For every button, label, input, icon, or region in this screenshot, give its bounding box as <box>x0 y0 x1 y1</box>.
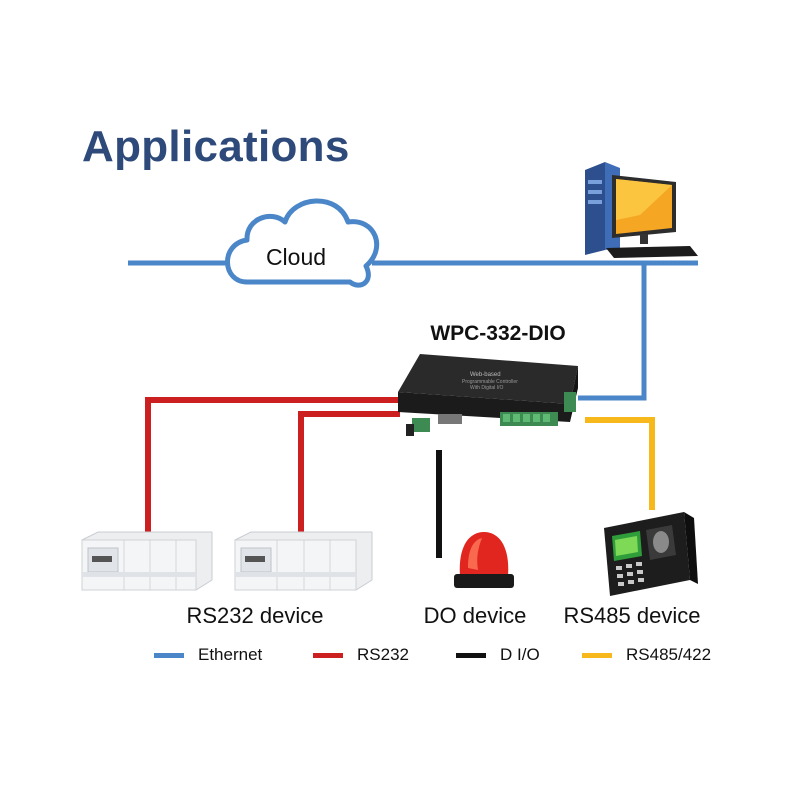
rs232-line-device-1 <box>145 397 400 535</box>
legend-label-rs485: RS485/422 <box>626 645 712 664</box>
ethernet-line-to-controller <box>578 263 647 401</box>
ethernet-lines <box>128 260 698 401</box>
legend-item-rs485: RS485/422 <box>582 645 711 665</box>
controller-name: WPC-332-DIO <box>430 322 566 345</box>
legend-item-ethernet: Ethernet <box>154 645 262 665</box>
legend-label-dio: D I/O <box>500 645 540 664</box>
rs485-device-label: RS485 device <box>563 603 701 628</box>
legend-swatch-rs485 <box>582 652 612 658</box>
controller-device: Web-based Programmable Controller With D… <box>398 354 578 436</box>
rs232-lines <box>145 397 400 535</box>
legend-swatch-rs232 <box>313 652 343 658</box>
rs232-device-label: RS232 device <box>186 603 324 628</box>
legend-item-rs232: RS232 <box>313 645 409 665</box>
rs232-device-1-icon <box>81 531 213 591</box>
device-front-text-1: Web-based <box>470 372 501 378</box>
rs232-line-device-2 <box>298 411 400 535</box>
legend-swatch-dio <box>456 652 486 658</box>
device-front-text-2: Programmable Controller <box>462 379 518 385</box>
rs232-device-2-icon <box>234 531 373 591</box>
page-title: Applications <box>82 122 350 171</box>
legend-swatch-ethernet <box>154 652 184 658</box>
warning-beacon-icon <box>454 532 514 588</box>
do-device-label: DO device <box>423 603 527 628</box>
cloud-icon <box>225 198 380 288</box>
computer-icon <box>585 162 698 258</box>
legend-label-ethernet: Ethernet <box>198 645 263 664</box>
fingerprint-terminal-icon <box>604 512 698 596</box>
cloud-label: Cloud <box>265 244 327 270</box>
rs485-line <box>585 417 655 510</box>
legend-label-rs232: RS232 <box>357 645 409 664</box>
legend-item-dio: D I/O <box>456 645 540 665</box>
device-front-text-3: With Digital I/O <box>470 385 503 391</box>
